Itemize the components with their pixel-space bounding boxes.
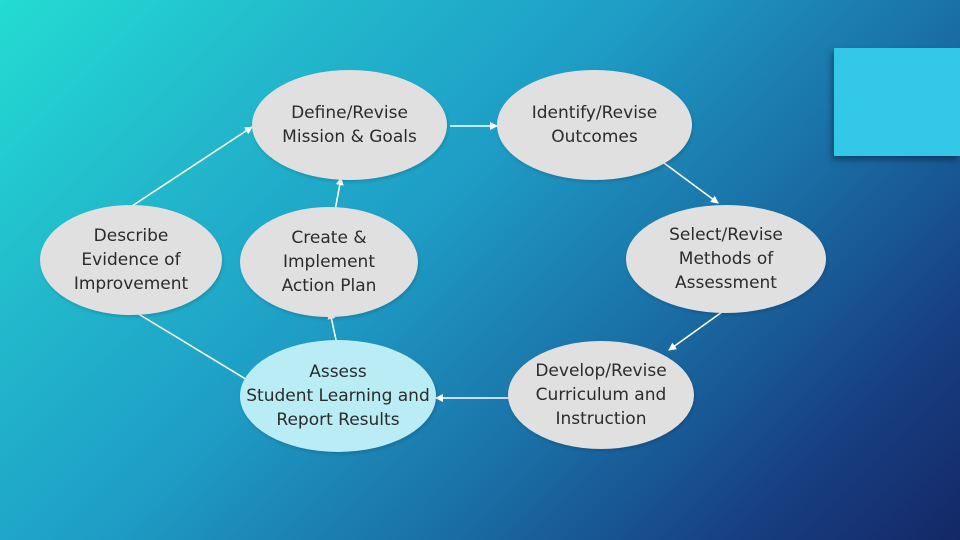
node-develop-curriculum-label: Develop/Revise Curriculum and Instructio… [535, 361, 667, 429]
arrow-select-to-develop [668, 311, 723, 351]
node-select-methods: Select/Revise Methods of Assessment [626, 205, 826, 313]
node-describe-evidence: Describe Evidence of Improvement [40, 205, 222, 315]
arrow-identify-to-select [663, 162, 719, 204]
node-define-mission-label: Define/Revise Mission & Goals [282, 103, 417, 147]
node-assess-learning-label: Assess Student Learning and Report Resul… [246, 362, 430, 430]
node-develop-curriculum: Develop/Revise Curriculum and Instructio… [508, 341, 694, 449]
node-select-methods-label: Select/Revise Methods of Assessment [669, 225, 783, 293]
node-create-action-plan-label: Create & Implement Action Plan [281, 228, 377, 296]
node-create-action-plan: Create & Implement Action Plan [240, 207, 418, 317]
accent-box [834, 48, 960, 156]
node-assess-learning: Assess Student Learning and Report Resul… [240, 340, 436, 452]
node-identify-outcomes: Identify/Revise Outcomes [497, 70, 692, 180]
node-describe-evidence-label: Describe Evidence of Improvement [73, 226, 189, 294]
node-identify-outcomes-label: Identify/Revise Outcomes [531, 103, 658, 147]
arrow-describe-to-define [125, 126, 253, 211]
node-define-mission: Define/Revise Mission & Goals [252, 70, 447, 180]
